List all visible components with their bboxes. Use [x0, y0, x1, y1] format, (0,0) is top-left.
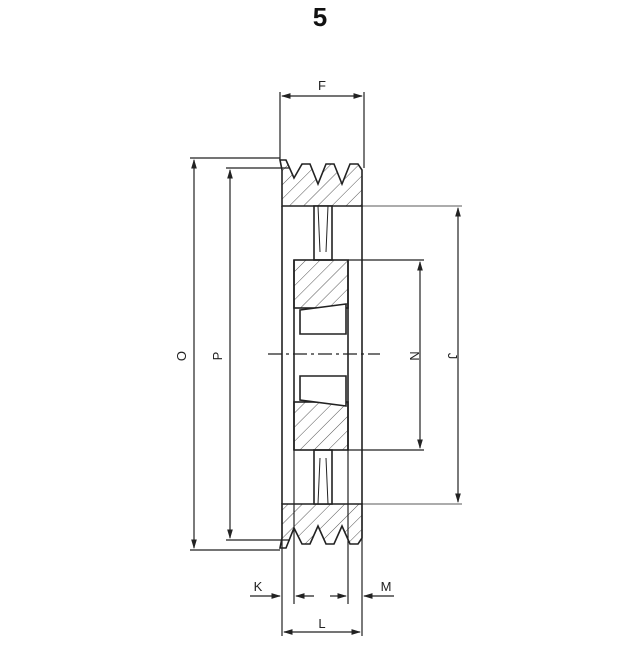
- hub-upper: [293, 259, 349, 309]
- label-M: M: [381, 579, 392, 594]
- label-P: P: [210, 352, 225, 361]
- label-N: N: [407, 351, 422, 360]
- web-upper: [313, 205, 333, 261]
- figure-number: 5: [312, 2, 328, 32]
- web-lower: [313, 449, 333, 505]
- pulley-section: [279, 159, 363, 549]
- label-F: F: [318, 78, 326, 93]
- label-J: J: [445, 353, 460, 360]
- label-K: K: [254, 579, 263, 594]
- hub-lower: [293, 401, 349, 451]
- bore-keyway-upper: [299, 303, 347, 335]
- bottom-groove-profile: [279, 503, 363, 549]
- top-groove-profile: [279, 159, 363, 207]
- bore-keyway-lower: [299, 375, 347, 407]
- label-L: L: [318, 616, 325, 631]
- label-O: O: [174, 351, 189, 361]
